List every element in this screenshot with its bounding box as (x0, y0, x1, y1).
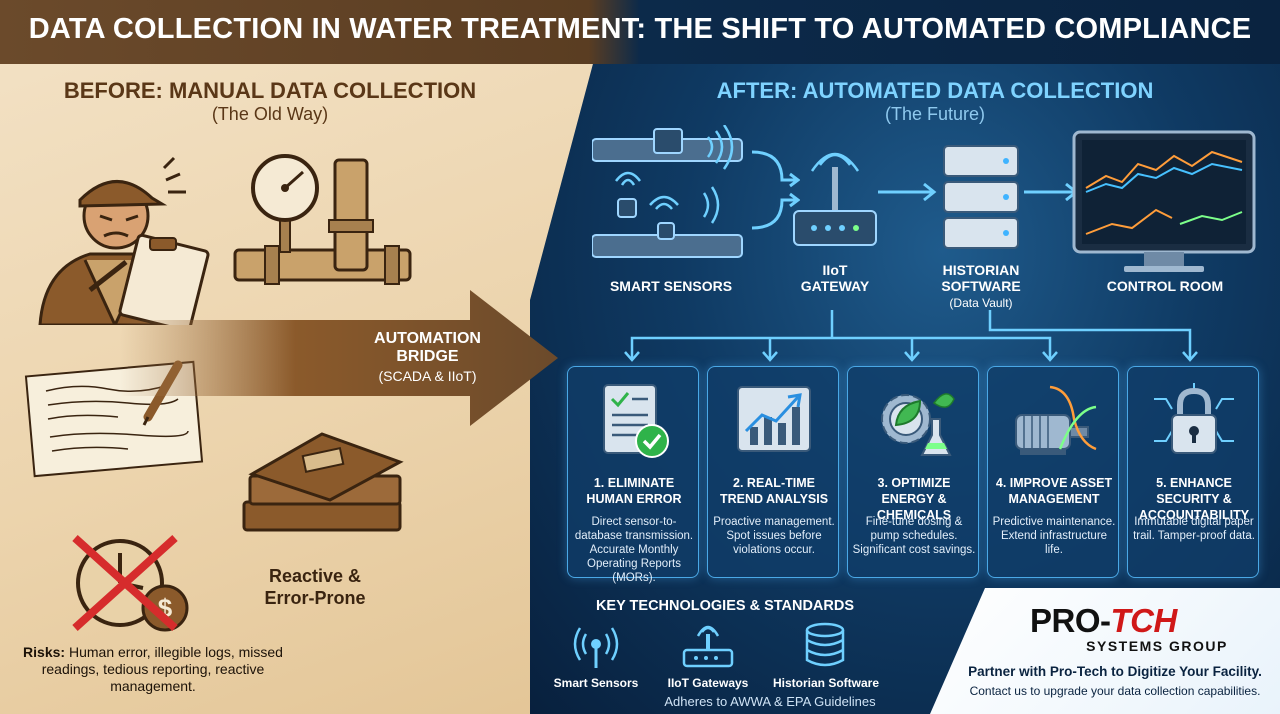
benefit-title: 5. ENHANCE SECURITY & ACCOUNTABILITY (1138, 476, 1250, 522)
after-subtitle: (The Future) (884, 104, 986, 124)
checklist-icon (603, 384, 669, 458)
benefit-card-security: 5. ENHANCE SECURITY & ACCOUNTABILITY Imm… (1127, 366, 1259, 578)
benefit-title: 2. REAL-TIME TREND ANALYSIS (719, 476, 829, 506)
logo-text-a: PRO- (1030, 602, 1111, 639)
benefit-card-eliminate-error: 1. ELIMINATE HUMAN ERROR Direct sensor-t… (567, 366, 699, 584)
trend-chart-icon (737, 386, 811, 452)
benefit-description: Proactive management. Spot issues before… (713, 516, 835, 556)
logo-subline: SYSTEMS GROUP (1086, 638, 1228, 654)
control-room-monitor-icon (1072, 130, 1256, 272)
database-icon (805, 622, 845, 667)
before-title: BEFORE: MANUAL DATA COLLECTION (63, 78, 477, 103)
bridge-title: AUTOMATION BRIDGE (374, 330, 481, 365)
tech-label-historian: Historian Software (772, 676, 880, 690)
gear-leaf-icon (881, 393, 955, 456)
bridge-subtitle: (SCADA & IIoT) (378, 368, 477, 384)
flow-label-control-room: CONTROL ROOM (1106, 278, 1224, 294)
page-title: DATA COLLECTION IN WATER TREATMENT: THE … (28, 13, 1252, 45)
tech-label-gateways: IIoT Gateways (667, 676, 749, 690)
title-bar (0, 0, 1280, 64)
distribution-lines (624, 310, 1198, 362)
logo-text-b: TCH (1110, 602, 1178, 639)
flow-arrow-2 (878, 182, 937, 202)
risks-description: Human error, illegible logs, missed read… (41, 644, 283, 694)
flow-label-historian: HISTORIAN SOFTWARE (941, 262, 1021, 294)
benefit-card-asset-management: 4. IMPROVE ASSET MANAGEMENT Predictive m… (987, 366, 1119, 578)
risks-label: Risks: (23, 644, 66, 660)
reactive-label: Reactive & Error-Prone (264, 566, 366, 608)
benefit-title: 3. OPTIMIZE ENERGY & CHEMICALS (876, 476, 952, 522)
benefit-card-optimize-energy: 3. OPTIMIZE ENERGY & CHEMICALS Fine-tune… (847, 366, 979, 578)
tech-label-sensors: Smart Sensors (553, 676, 639, 690)
router-icon (682, 625, 734, 668)
flow-label-gateway: IIoT GATEWAY (800, 262, 870, 294)
sensor-icon (573, 627, 619, 668)
flow-arrow-1 (752, 150, 800, 230)
after-title: AFTER: AUTOMATED DATA COLLECTION (716, 78, 1154, 103)
risks-text: Risks: Human error, illegible logs, miss… (8, 644, 298, 695)
historian-server-icon (943, 145, 1019, 249)
clock-cost-cross-icon: $ (72, 535, 189, 632)
benefit-card-trend-analysis: 2. REAL-TIME TREND ANALYSIS Proactive ma… (707, 366, 839, 578)
iiot-gateway-icon (793, 152, 877, 246)
benefit-description: Immutable digital paper trail. Tamper-pr… (1133, 516, 1255, 542)
logbooks-icon (242, 432, 404, 532)
smart-sensors-icon (592, 125, 743, 258)
technologies-title: KEY TECHNOLOGIES & STANDARDS (595, 598, 855, 614)
partner-text: Partner with Pro-Tech to Digitize Your F… (968, 664, 1262, 679)
automation-bridge-arrow (120, 290, 558, 426)
flow-label-sensors: SMART SENSORS (609, 278, 733, 294)
flow-sublabel-historian: (Data Vault) (949, 296, 1013, 310)
benefit-description: Predictive maintenance. Extend infrastru… (992, 516, 1116, 556)
frustrated-worker-icon (38, 156, 210, 325)
benefit-title: 4. IMPROVE ASSET MANAGEMENT (995, 476, 1113, 506)
brand-panel (930, 588, 1280, 714)
pressure-gauge-pipe-icon (233, 154, 412, 285)
motor-icon (1015, 385, 1097, 455)
standards-text: Adheres to AWWA & EPA Guidelines (664, 694, 876, 709)
company-logo: PRO-TCH (1030, 602, 1177, 640)
benefit-title: 1. ELIMINATE HUMAN ERROR (586, 476, 682, 506)
benefit-description: Direct sensor-to-database transmission. … (574, 516, 694, 584)
before-subtitle: (The Old Way) (211, 104, 329, 124)
benefit-description: Fine-tune dosing & pump schedules. Signi… (852, 516, 976, 556)
padlock-icon (1154, 383, 1234, 454)
contact-text: Contact us to upgrade your data collecti… (969, 684, 1261, 698)
